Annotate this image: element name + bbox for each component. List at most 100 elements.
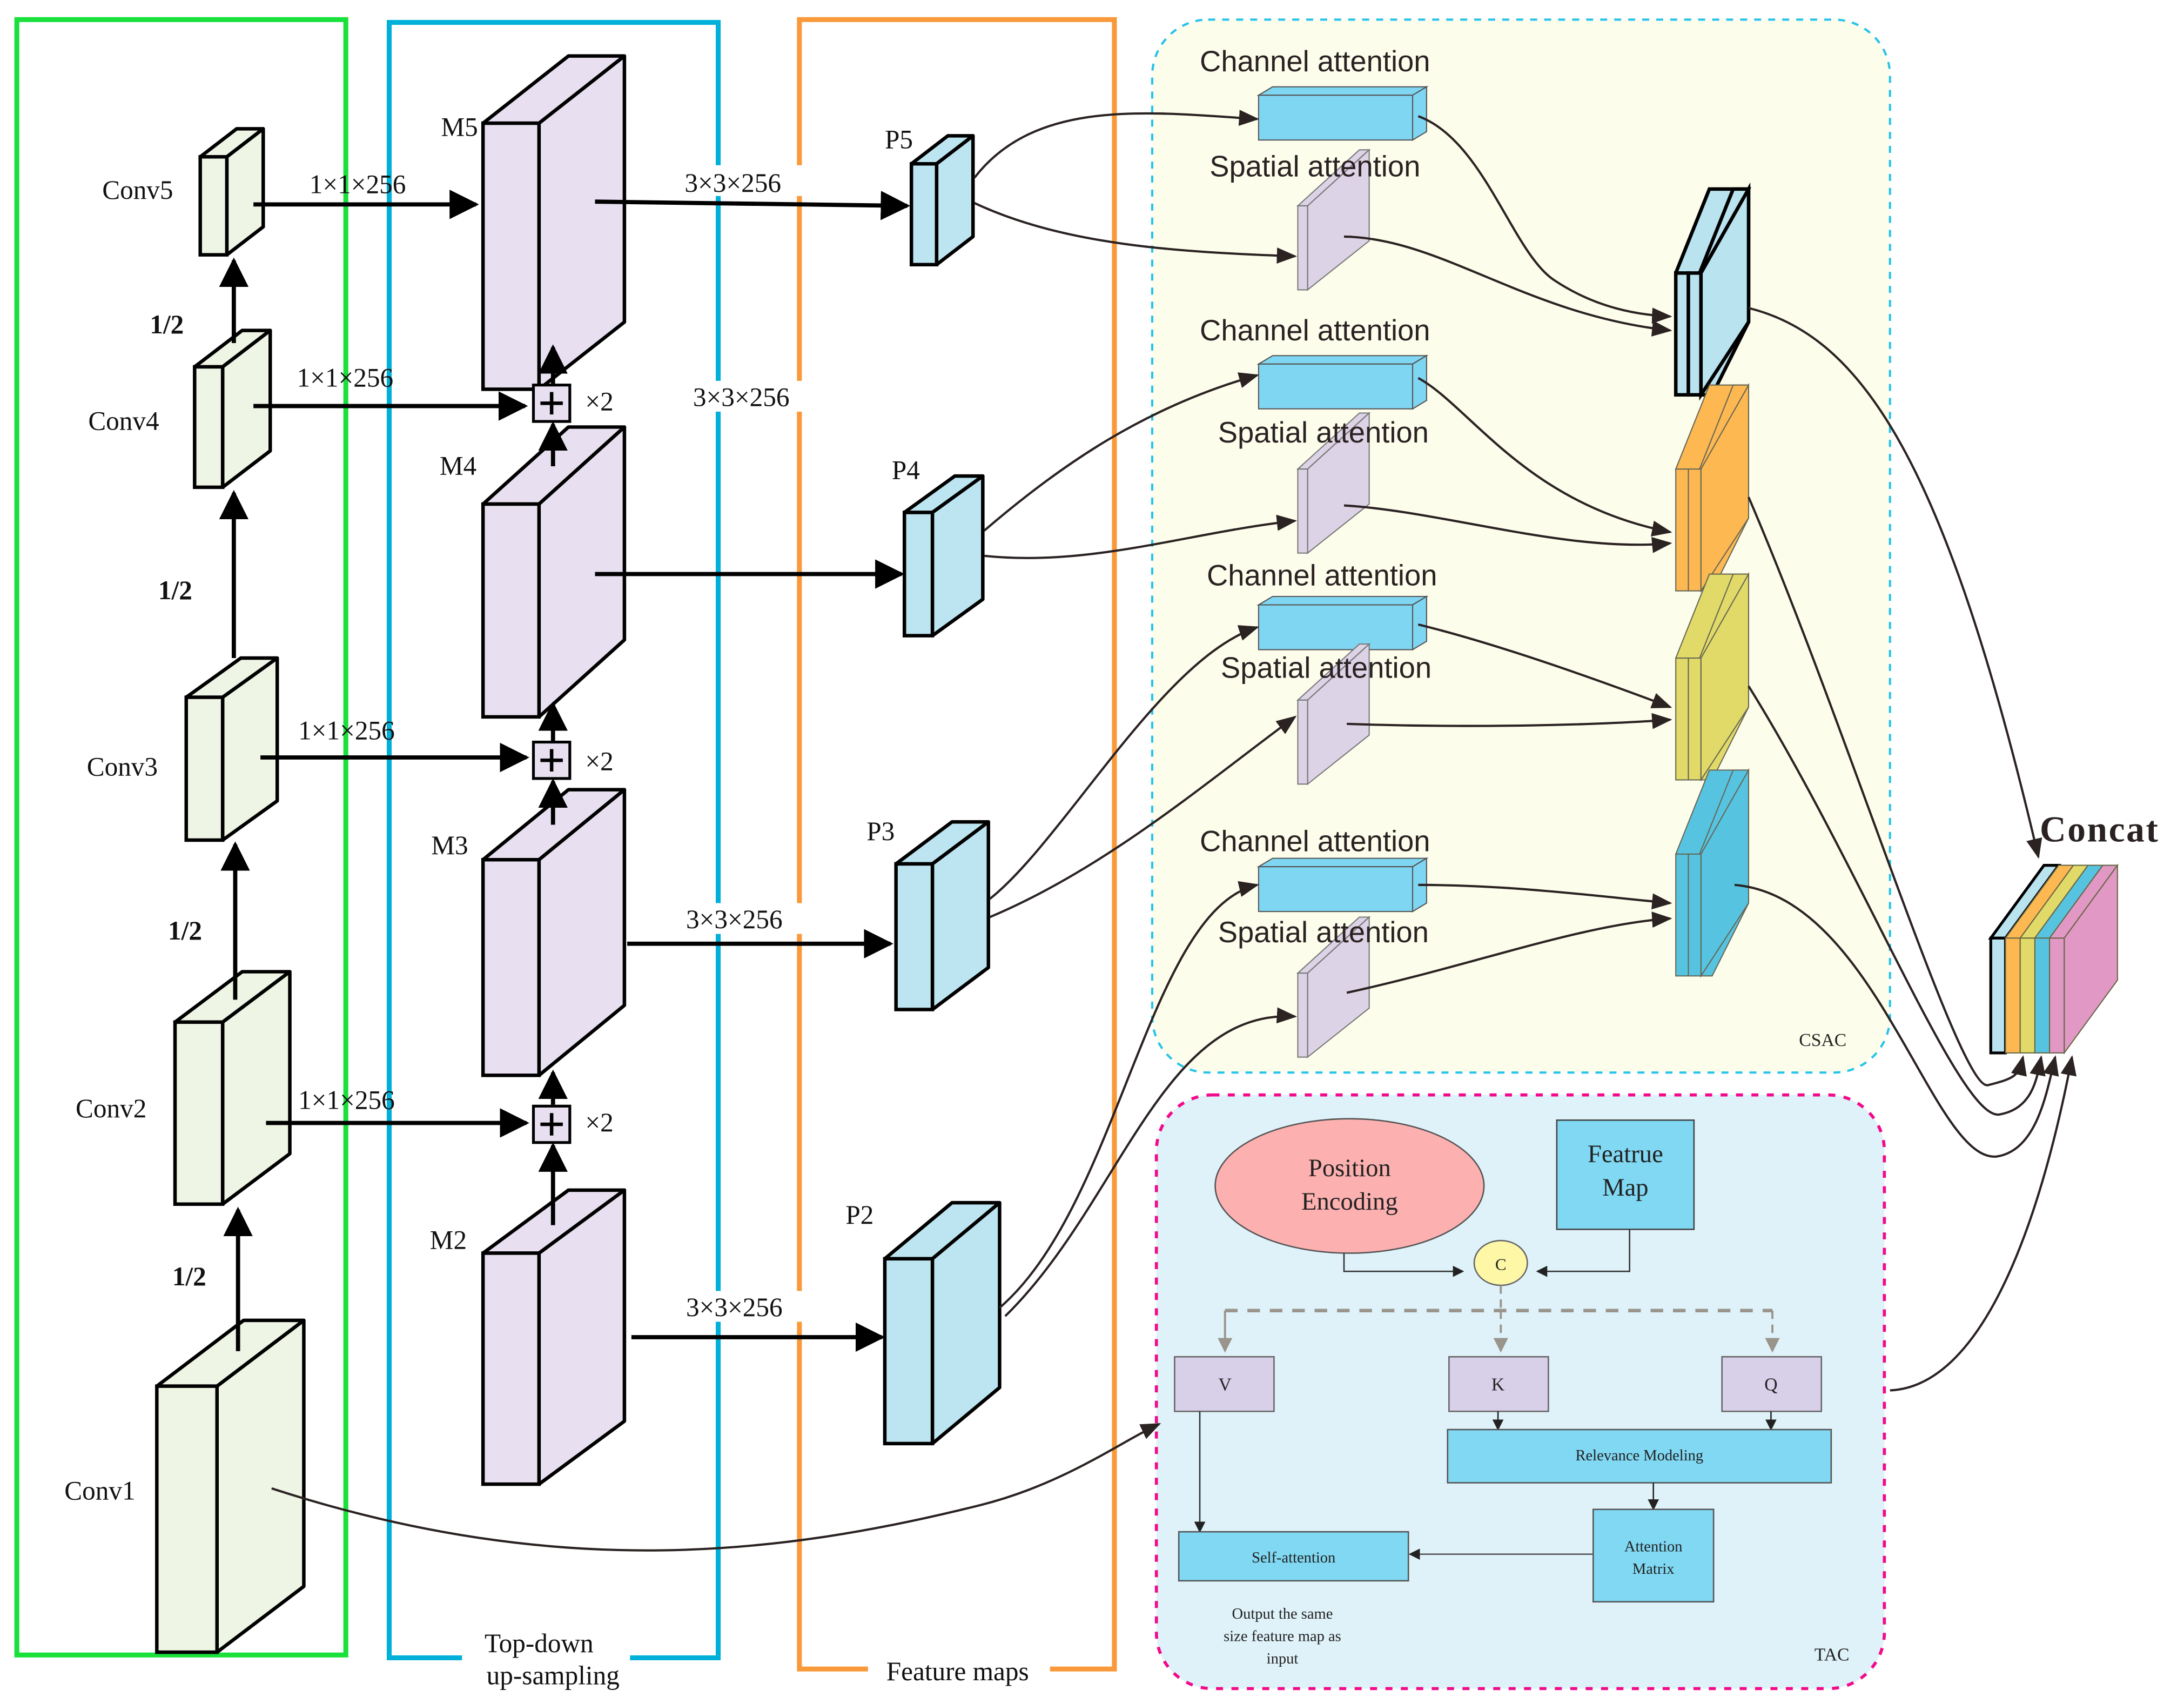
output-note-line1: Output the same xyxy=(1232,1606,1333,1622)
topdown-title-line1: Top-down xyxy=(485,1628,594,1658)
add-node-m2 xyxy=(532,1104,572,1144)
concat-layer-5 xyxy=(2048,864,2119,1054)
p2-label: P2 xyxy=(845,1200,873,1230)
conv2-block xyxy=(173,970,292,1206)
m2-block xyxy=(481,1188,627,1486)
lateral-label-conv5: 1×1×256 xyxy=(310,170,406,199)
concat-operator-node: C xyxy=(1343,1229,1630,1286)
conv4-label: Conv4 xyxy=(88,406,159,436)
self-attention-label: Self-attention xyxy=(1252,1550,1335,1566)
p2-to-channel-4 xyxy=(999,881,1259,1309)
conv-label-p3: 3×3×256 xyxy=(686,904,783,934)
spatial-attention-label-2: Spatial attention xyxy=(1218,416,1429,449)
output-note-line3: input xyxy=(1267,1651,1299,1667)
spatial-attention-block-1 xyxy=(1296,148,1371,291)
concat-operator-symbol: C xyxy=(1495,1255,1507,1274)
tac-to-concat xyxy=(1890,1055,2077,1392)
topdown-title-line2: up-sampling xyxy=(487,1661,620,1691)
fused-attention-block-1 xyxy=(1674,182,1751,401)
self-attention-node: Self-attention xyxy=(1178,1531,1409,1582)
spatial-attention-label-3: Spatial attention xyxy=(1221,651,1432,684)
concat-layer-2 xyxy=(2004,864,2075,1054)
lateral-label-conv4: 1×1×256 xyxy=(297,363,393,392)
feature-map-node: Featrue Map xyxy=(1556,1119,1695,1230)
channel-attention-block-1 xyxy=(1256,85,1429,141)
m5-label: M5 xyxy=(441,112,478,142)
backbone xyxy=(155,127,529,1654)
upsample-label-m2: ×2 xyxy=(585,1108,613,1137)
channel-attention-label-4: Channel attention xyxy=(1200,825,1430,858)
conv4-block xyxy=(193,328,272,489)
spatial-attention-block-4 xyxy=(1296,916,1371,1058)
backbone-frame xyxy=(14,17,348,1658)
upsample-label-m4: ×2 xyxy=(585,386,613,416)
downsample-label-1-2: 1/2 xyxy=(172,1262,206,1291)
v-node: V xyxy=(1174,1356,1275,1412)
add-node-m4 xyxy=(532,384,572,423)
downsample-label-2-3: 1/2 xyxy=(168,916,202,945)
concat-layer-3 xyxy=(2019,864,2089,1054)
conv3-block xyxy=(184,656,279,842)
p4-to-channel-2 xyxy=(983,372,1259,532)
conv1-label: Conv1 xyxy=(64,1476,135,1506)
conv3-label: Conv3 xyxy=(87,752,158,782)
relevance-modeling-node: Relevance Modeling xyxy=(1447,1428,1832,1484)
channel-attention-block-4 xyxy=(1256,857,1429,913)
tac-label: TAC xyxy=(1815,1645,1850,1665)
concat-layer-1 xyxy=(1988,864,2062,1055)
p5-to-spatial-1 xyxy=(973,202,1298,264)
k-label: K xyxy=(1491,1374,1504,1394)
fused-2-to-concat xyxy=(1748,497,2027,1086)
spatial-2-to-fused-2 xyxy=(1343,504,1672,553)
conv2-label: Conv2 xyxy=(76,1094,146,1123)
lateral-label-conv2: 1×1×256 xyxy=(298,1085,395,1115)
fused-attention-block-4 xyxy=(1675,768,1750,978)
p2-to-spatial-4 xyxy=(1004,1007,1298,1317)
p5-to-channel-1 xyxy=(973,110,1260,179)
p3-block xyxy=(894,820,990,1011)
fused-3-to-concat xyxy=(1748,685,2046,1116)
conv-label-p5: 3×3×256 xyxy=(684,168,781,198)
channel-1-to-fused-1 xyxy=(1417,115,1672,324)
k-node: K xyxy=(1448,1356,1549,1412)
fused-1-to-concat xyxy=(1748,307,2042,859)
p5-label: P5 xyxy=(885,125,913,155)
topdown xyxy=(481,54,910,1486)
feature-maps xyxy=(883,134,1002,1446)
p4-to-spatial-2 xyxy=(984,514,1297,559)
relevance-modeling-label: Relevance Modeling xyxy=(1575,1447,1703,1464)
p3-label: P3 xyxy=(866,816,895,846)
v-label: V xyxy=(1219,1374,1232,1394)
p3-to-channel-3 xyxy=(989,625,1259,900)
p4-label: P4 xyxy=(892,455,920,485)
channel-attention-label-2: Channel attention xyxy=(1200,314,1430,347)
q-node: Q xyxy=(1721,1356,1823,1412)
spatial-attention-label-1: Spatial attention xyxy=(1209,150,1420,183)
spatial-1-to-fused-1 xyxy=(1343,235,1672,337)
downsample-label-4-5: 1/2 xyxy=(150,310,184,339)
conv5-label: Conv5 xyxy=(102,175,173,205)
channel-attention-label-1: Channel attention xyxy=(1200,45,1430,78)
csac-label: CSAC xyxy=(1799,1030,1846,1050)
p3-to-spatial-3 xyxy=(989,715,1297,918)
feature-maps-title: Feature maps xyxy=(886,1656,1029,1686)
concat-side-face xyxy=(2064,863,2118,1055)
conv1-to-tac xyxy=(271,1423,1161,1552)
fused-attention-block-2 xyxy=(1675,383,1750,593)
downsample-label-3-4: 1/2 xyxy=(158,575,192,605)
channel-3-to-fused-3 xyxy=(1417,623,1672,708)
m3-label: M3 xyxy=(431,830,468,860)
channel-attention-label-3: Channel attention xyxy=(1207,559,1437,592)
feature-map-line2: Map xyxy=(1602,1173,1648,1202)
concat-block xyxy=(1988,863,2119,1055)
channel-2-to-fused-2 xyxy=(1417,377,1672,537)
fused-attention-block-3 xyxy=(1675,572,1750,782)
spatial-attention-block-3 xyxy=(1296,642,1371,786)
m3-block xyxy=(481,788,627,1077)
upsample-label-m3: ×2 xyxy=(585,746,613,776)
p4-block xyxy=(902,474,985,638)
p2-block xyxy=(883,1200,1002,1446)
spatial-4-to-fused-4 xyxy=(1346,911,1672,994)
